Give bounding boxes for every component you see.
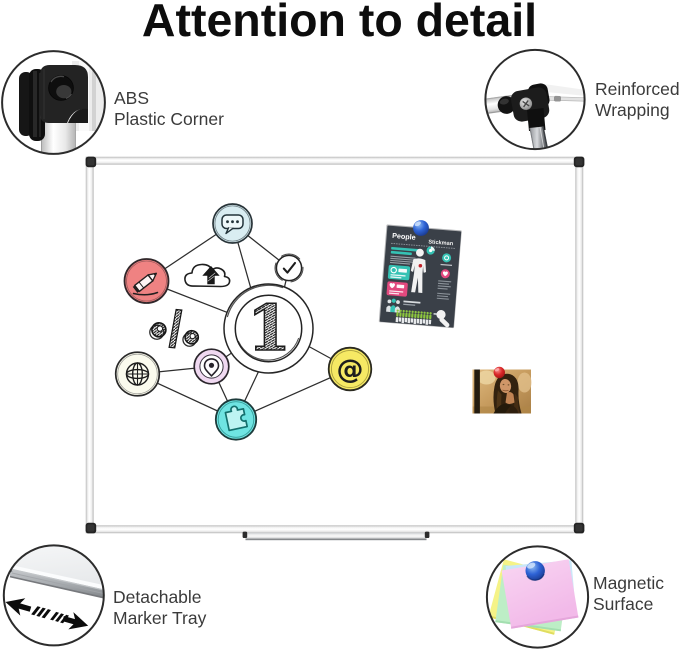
- abs-corner-photo-circle: [1, 50, 106, 155]
- callout-label-detachable-marker-tray: Detachable Marker Tray: [113, 587, 206, 628]
- doodle-node-at-sign: @: [327, 346, 373, 392]
- at-sign-icon: @: [337, 355, 364, 386]
- poster-white-shape: [439, 317, 450, 328]
- poster-bottom-right-circle: [436, 309, 446, 320]
- check-icon: [282, 261, 297, 274]
- poster-title-left: People: [392, 231, 416, 242]
- poster-stickman-figure: [410, 248, 427, 294]
- poster-teal-donut: [426, 246, 435, 255]
- doodle-network: 1: [114, 203, 373, 441]
- poster-paragraph-lines: [389, 255, 416, 265]
- reinforced-corner-photo-circle: [484, 48, 586, 151]
- poster-title-right: Stickman: [428, 239, 454, 247]
- red-magnet: [493, 366, 505, 379]
- aluminum-rail: [41, 119, 76, 154]
- label-line: ABS: [114, 88, 150, 108]
- label-line: Plastic Corner: [114, 108, 224, 129]
- pink-sticky-note: [501, 559, 579, 629]
- board-underside: [3, 545, 104, 591]
- tray-end-cap-right: [424, 531, 430, 538]
- callout-label-abs-plastic-corner: ABS Plastic Corner: [114, 88, 224, 129]
- frame-corner-blocks: [85, 156, 585, 534]
- poster-people-trio-icon: [386, 298, 400, 313]
- poster-bottom-section: [386, 298, 450, 328]
- doodle-node-check: [274, 253, 304, 283]
- upload-arrow-icon: [202, 266, 220, 285]
- doodle-node-number-one: 1: [223, 283, 314, 374]
- leg-sleeve: [527, 108, 546, 131]
- poster-teal-stat-box: [387, 264, 411, 281]
- pencil-icon: [132, 272, 158, 293]
- label-line: Surface: [593, 593, 654, 614]
- poster-icon-pink-heart: [440, 269, 450, 279]
- stickman-heart-dot: [418, 263, 423, 268]
- globe-icon: [125, 362, 150, 386]
- infographic-poster: People Stickman: [378, 224, 462, 329]
- location-pin-icon: [203, 358, 220, 377]
- doodle-node-puzzle: [214, 398, 258, 441]
- whiteboard-frame: [85, 156, 585, 534]
- whiteboard-product: 1: [85, 156, 585, 541]
- doodle-node-speech-bubble: [212, 203, 253, 244]
- label-line: Marker Tray: [113, 607, 207, 628]
- marker-tray-photo-circle: [2, 544, 105, 647]
- poster-green-figure-row: [395, 309, 432, 325]
- pinned-photo: [472, 369, 532, 414]
- callout-label-magnetic-surface: Magnetic Surface: [593, 573, 664, 614]
- tray-end-cap-left: [242, 531, 248, 538]
- doodle-percent: [149, 308, 200, 349]
- speech-bubble-icon: [221, 214, 244, 235]
- label-line: Magnetic: [593, 573, 665, 593]
- tray-closeup: [6, 568, 104, 599]
- slide-arrow-icon: [5, 598, 89, 630]
- poster-teal-heading: [390, 246, 421, 256]
- support-rod: [545, 95, 585, 102]
- sticky-notes-magnet-photo-circle: [485, 545, 590, 649]
- sticky-notes-stack: [488, 559, 579, 635]
- photo-hand: [505, 392, 515, 404]
- photo-dark-strip: [474, 369, 480, 414]
- poster-pink-stat-box: [386, 281, 408, 297]
- label-line: Reinforced: [595, 79, 679, 99]
- blue-magnet: [413, 220, 429, 236]
- poster-icon-teal-circle: [442, 253, 452, 263]
- doodle-node-pencil: [123, 258, 170, 304]
- doodle-node-globe: [114, 351, 161, 397]
- doodle-node-location-pin: [193, 348, 230, 385]
- label-line: Wrapping: [595, 99, 670, 120]
- callout-label-reinforced-wrapping: Reinforced Wrapping: [595, 79, 679, 120]
- doodle-cloud-upload: [184, 263, 231, 288]
- photo-face: [499, 379, 512, 393]
- page-title: Attention to detail: [141, 0, 538, 46]
- label-line: Detachable: [113, 587, 202, 607]
- number-one-sketch: 1: [247, 291, 291, 365]
- marker-tray: [242, 531, 430, 541]
- puzzle-icon: [224, 405, 249, 432]
- abs-corner-piece: [19, 65, 88, 141]
- poster-right-text-lines: [436, 280, 452, 300]
